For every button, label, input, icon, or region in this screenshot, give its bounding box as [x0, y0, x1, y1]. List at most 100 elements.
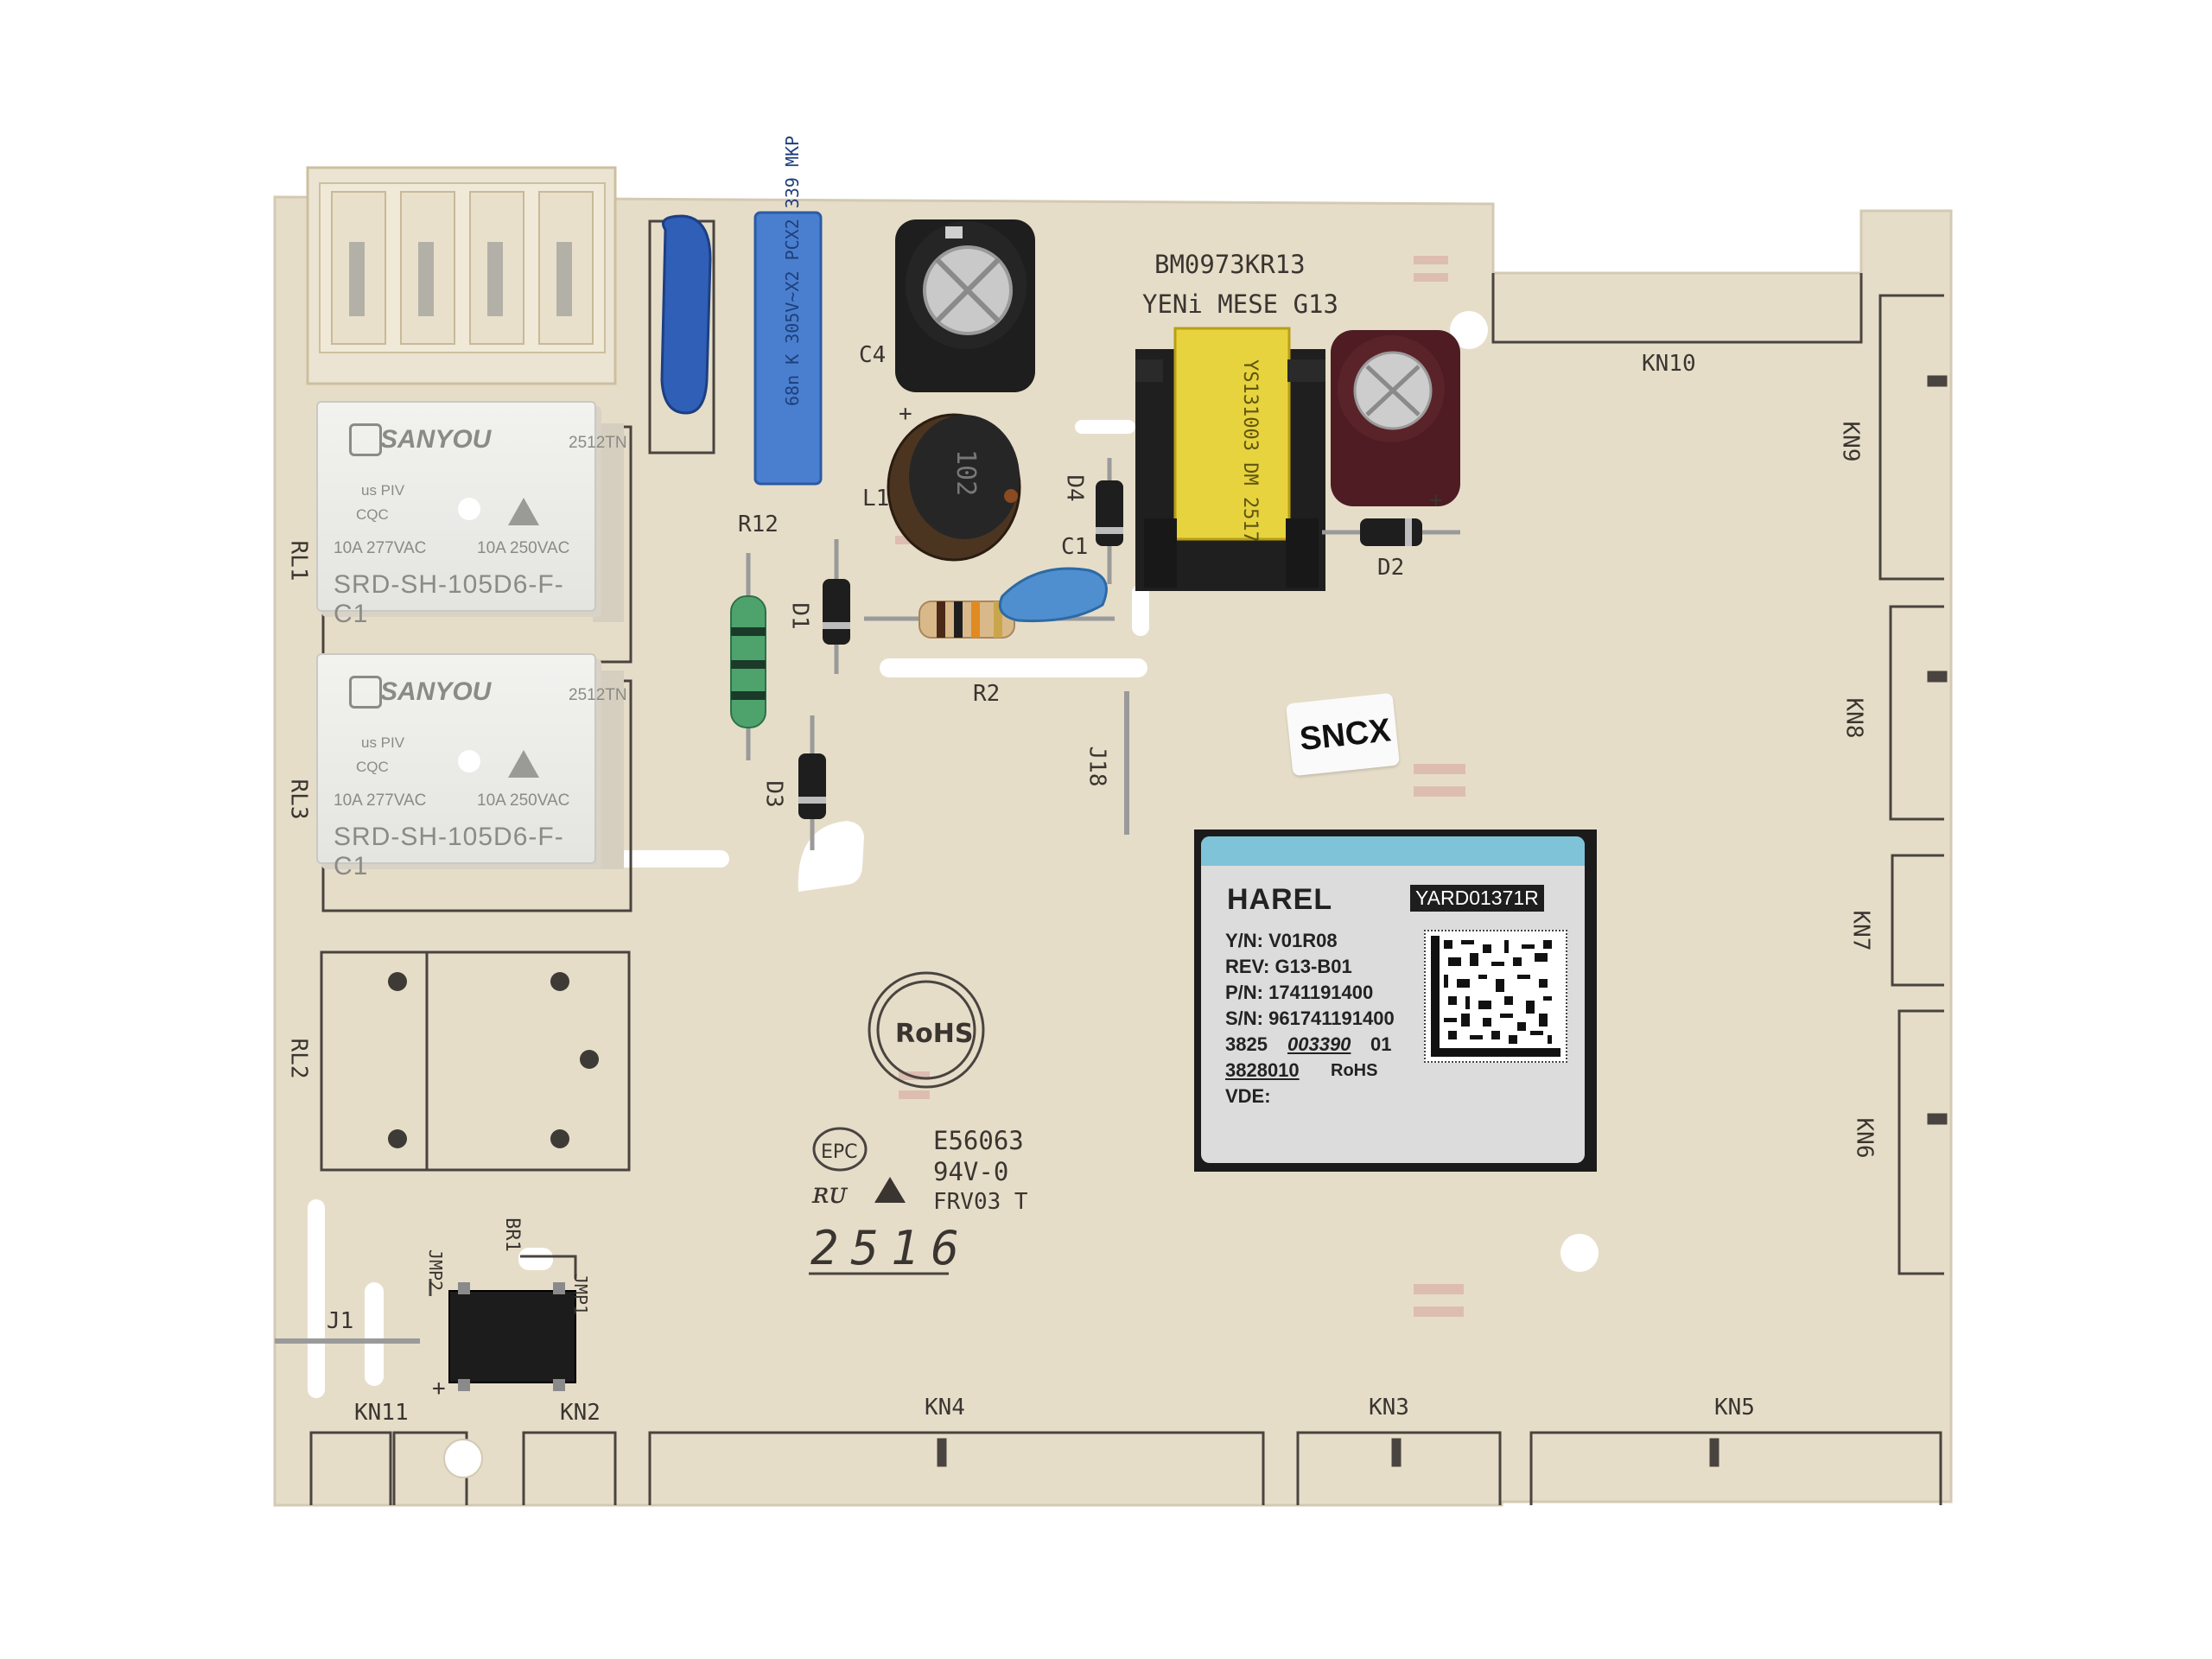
- varistor: [660, 214, 712, 415]
- flammability-rating: 94V-0: [933, 1157, 1009, 1186]
- ref-rl1: RL1: [285, 540, 312, 582]
- ref-c1: C1: [1061, 534, 1089, 560]
- ref-plus-br1: +: [432, 1376, 446, 1402]
- label-sn: S/N: 961741191400: [1225, 1007, 1395, 1029]
- relay-cert-cqc: CQC: [356, 759, 389, 775]
- ref-kn5: KN5: [1714, 1395, 1755, 1421]
- right-connector-outlines: [1878, 294, 1948, 1275]
- ref-d1: D1: [786, 602, 813, 630]
- main-power-connector: [306, 166, 617, 385]
- diode-d4: [1096, 458, 1123, 584]
- ul-triangle: [874, 1177, 906, 1203]
- relay-rl3: SANYOU 2512TN us PIV CQC 10A 277VAC 10A …: [316, 653, 627, 880]
- x2-capacitor-text: 68n K 305V~X2 PCX2 339 MKP: [782, 136, 803, 406]
- relay-side-rl3: [593, 671, 624, 869]
- capacitor-c4: [895, 219, 1035, 392]
- ref-d3: D3: [760, 780, 787, 808]
- label-lot-prefix: 3825: [1225, 1033, 1268, 1055]
- label-yn: Y/N: V01R08: [1225, 930, 1338, 951]
- diode-d2: [1322, 518, 1460, 546]
- ref-kn2: KN2: [560, 1400, 601, 1426]
- rohs-logo-text: RoHS: [895, 1019, 973, 1049]
- resistor-r12: [730, 553, 766, 760]
- relay-rating-right: 10A 250VAC: [477, 791, 570, 810]
- transformer-text: YS131003 DM 2517: [1239, 359, 1261, 543]
- inductor-l1: [887, 413, 1021, 562]
- slot-cutouts: [308, 420, 1149, 1398]
- relay-code: 2512TN: [569, 686, 627, 704]
- relay-brand: SANYOU: [380, 677, 492, 706]
- relay-cert-ul: us PIV: [361, 734, 405, 751]
- label-lot-mid: 003390: [1287, 1033, 1351, 1055]
- ref-br1: BR1: [500, 1217, 523, 1252]
- label-band: [1201, 836, 1585, 866]
- ref-c4: C4: [859, 342, 887, 368]
- ref-d4: D4: [1061, 474, 1088, 502]
- board-part-number: BM0973KR13: [1154, 250, 1306, 279]
- resistor-r2: [864, 601, 1115, 639]
- connector-kn10-outline: [1491, 273, 1863, 344]
- relay-model: SRD-SH-105D6-F-C1: [334, 823, 564, 880]
- ref-l1: L1: [862, 486, 890, 512]
- ref-r2: R2: [973, 681, 1001, 707]
- label-rohs: RoHS: [1331, 1061, 1378, 1080]
- ref-jmp2: JMP2: [425, 1249, 447, 1292]
- output-capacitor: [1331, 330, 1460, 506]
- product-label: HAREL YARD01371R Y/N: V01R08 REV: G13-B0…: [1194, 830, 1597, 1172]
- ref-kn7: KN7: [1847, 910, 1874, 951]
- mount-hole-kn11: [443, 1439, 483, 1478]
- ref-rl2: RL2: [285, 1038, 312, 1079]
- ul-mark: ʀᴜ: [811, 1176, 849, 1211]
- diode-d1: [823, 539, 850, 674]
- ref-plus-d2: +: [1429, 487, 1443, 513]
- mount-hole-right: [1560, 1234, 1599, 1272]
- relay-model: SRD-SH-105D6-F-C1: [334, 570, 564, 628]
- transformer: [1135, 327, 1325, 591]
- relay-dot-icon: [458, 750, 480, 772]
- ref-kn8: KN8: [1840, 697, 1867, 739]
- relay-rating-right: 10A 250VAC: [477, 539, 570, 557]
- relay-cert-cqc: CQC: [356, 506, 389, 523]
- mount-hole-top: [1450, 311, 1488, 349]
- epc-logo-text: EPC: [821, 1141, 858, 1163]
- relay-side-rl1: [593, 423, 624, 622]
- label-lot-suffix: 01: [1370, 1033, 1392, 1055]
- bottom-connector-outlines: [309, 1431, 1942, 1505]
- data-matrix-pattern: [1431, 936, 1560, 1057]
- relay-rl1: SANYOU 2512TN us PIV CQC 10A 277VAC 10A …: [316, 401, 627, 628]
- jmp-outline: [429, 1255, 577, 1296]
- rl2-pads: [388, 972, 599, 1148]
- sanyou-logo-icon: [349, 676, 382, 709]
- pcb-substrate: [273, 195, 1953, 1507]
- ref-j1: J1: [327, 1308, 354, 1334]
- relay-rating-left: 10A 277VAC: [334, 791, 427, 810]
- ref-kn10: KN10: [1642, 351, 1696, 377]
- label-date: 3828010: [1225, 1059, 1300, 1081]
- ref-rl3: RL3: [285, 779, 312, 820]
- sanyou-logo-icon: [349, 423, 382, 456]
- rohs-logo: [868, 971, 985, 1089]
- ref-kn6: KN6: [1851, 1117, 1878, 1159]
- relay-triangle-icon: [508, 750, 539, 778]
- x2-capacitor: [753, 211, 823, 486]
- ref-j18: J18: [1084, 746, 1110, 787]
- capacitor-c1: [998, 567, 1108, 623]
- sncx-sticker: SNCX: [1285, 692, 1401, 777]
- relay-brand: SANYOU: [380, 425, 492, 454]
- ref-d2: D2: [1377, 555, 1405, 581]
- ref-kn3: KN3: [1369, 1395, 1409, 1421]
- date-code: 2516: [810, 1221, 972, 1275]
- relay-cert-ul: us PIV: [361, 482, 405, 499]
- board-project-name: YENi MESE G13: [1142, 289, 1338, 319]
- fab-code: FRV03 T: [933, 1189, 1028, 1215]
- relay-dot-icon: [458, 498, 480, 520]
- ref-kn11: KN11: [354, 1400, 409, 1426]
- label-vde: VDE:: [1225, 1085, 1271, 1107]
- product-label-inner: HAREL YARD01371R Y/N: V01R08 REV: G13-B0…: [1201, 836, 1585, 1163]
- label-rev: REV: G13-B01: [1225, 956, 1352, 977]
- ref-kn4: KN4: [925, 1395, 965, 1421]
- diode-d3: [798, 715, 826, 850]
- sncx-text: SNCX: [1298, 712, 1393, 759]
